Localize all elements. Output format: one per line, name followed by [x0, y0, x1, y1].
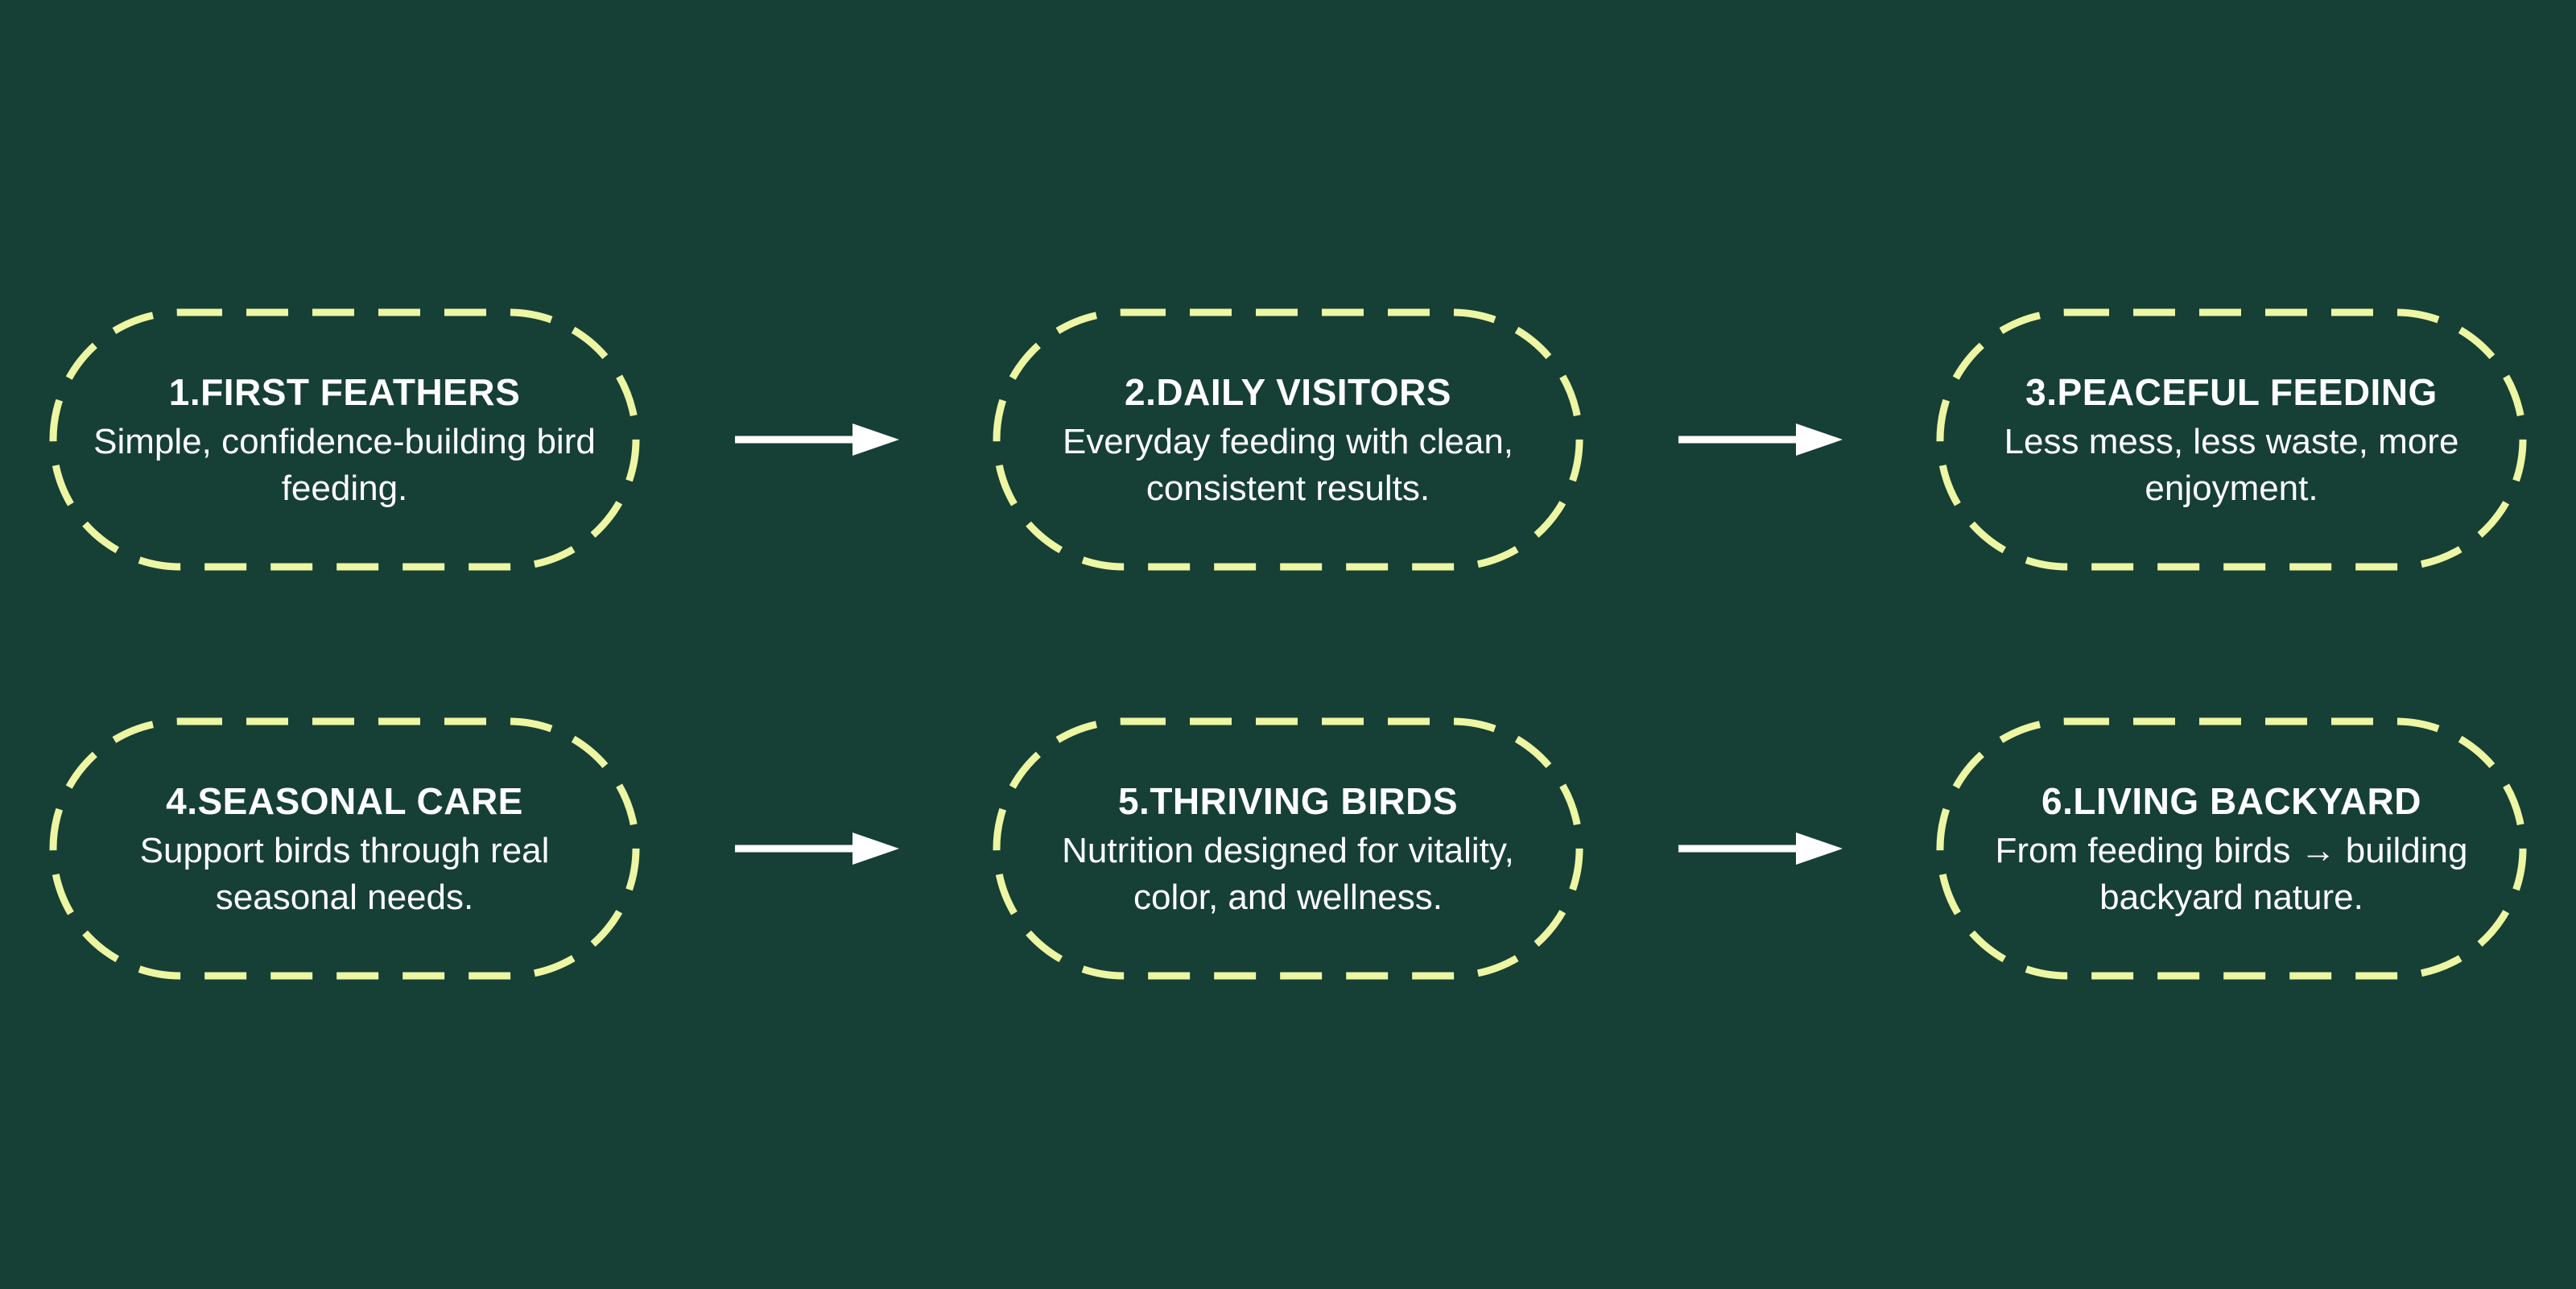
- dashed-pill-border: [49, 717, 640, 980]
- step-title: 4.SEASONAL CARE: [166, 780, 523, 823]
- step-content: 1.FIRST FEATHERS Simple, confidence-buil…: [48, 367, 641, 512]
- step-description: Simple, confidence-building bird feeding…: [93, 421, 596, 508]
- step-content: 3.PEACEFUL FEEDING Less mess, less waste…: [1935, 367, 2528, 512]
- step-node-5: 5.THRIVING BIRDS Nutrition designed for …: [992, 717, 1584, 981]
- step-description: Everyday feeding with clean, consistent …: [1062, 421, 1514, 508]
- arrow-right-icon: [1584, 831, 1935, 866]
- step-node-2: 2.DAILY VISITORS Everyday feeding with c…: [992, 308, 1584, 572]
- step-node-1: 1.FIRST FEATHERS Simple, confidence-buil…: [48, 308, 641, 572]
- step-title: 5.THRIVING BIRDS: [1117, 780, 1459, 823]
- dashed-pill-border: [1936, 308, 2527, 571]
- flow-row-2: 4.SEASONAL CARE Support birds through re…: [0, 717, 2576, 981]
- step-content: 4.SEASONAL CARE Support birds through re…: [48, 776, 641, 921]
- step-title: 6.LIVING BACKYARD: [2041, 780, 2421, 823]
- arrow-right-icon: [1584, 422, 1935, 457]
- flow-row-1: 1.FIRST FEATHERS Simple, confidence-buil…: [0, 308, 2576, 572]
- step-title: 3.PEACEFUL FEEDING: [2025, 371, 2438, 414]
- step-node-4: 4.SEASONAL CARE Support birds through re…: [48, 717, 641, 981]
- step-title: 2.DAILY VISITORS: [1125, 371, 1451, 414]
- step-node-6: 6.LIVING BACKYARD From feeding birds → b…: [1935, 717, 2528, 981]
- dashed-pill-border: [993, 308, 1583, 571]
- arrow-right-icon: [641, 422, 992, 457]
- step-title: 1.FIRST FEATHERS: [168, 371, 521, 414]
- dashed-pill-border: [49, 308, 640, 571]
- step-content: 2.DAILY VISITORS Everyday feeding with c…: [992, 367, 1584, 512]
- step-description: From feeding birds → building backyard n…: [1995, 830, 2468, 917]
- step-content: 6.LIVING BACKYARD From feeding birds → b…: [1935, 776, 2528, 921]
- step-description: Support birds through real seasonal need…: [139, 830, 550, 917]
- arrow-right-icon: [641, 831, 992, 866]
- step-description: Nutrition designed for vitality, color, …: [1062, 830, 1514, 917]
- step-content: 5.THRIVING BIRDS Nutrition designed for …: [992, 776, 1584, 921]
- step-node-3: 3.PEACEFUL FEEDING Less mess, less waste…: [1935, 308, 2528, 572]
- step-description: Less mess, less waste, more enjoyment.: [2004, 421, 2459, 508]
- dashed-pill-border: [1936, 717, 2527, 980]
- dashed-pill-border: [993, 717, 1583, 980]
